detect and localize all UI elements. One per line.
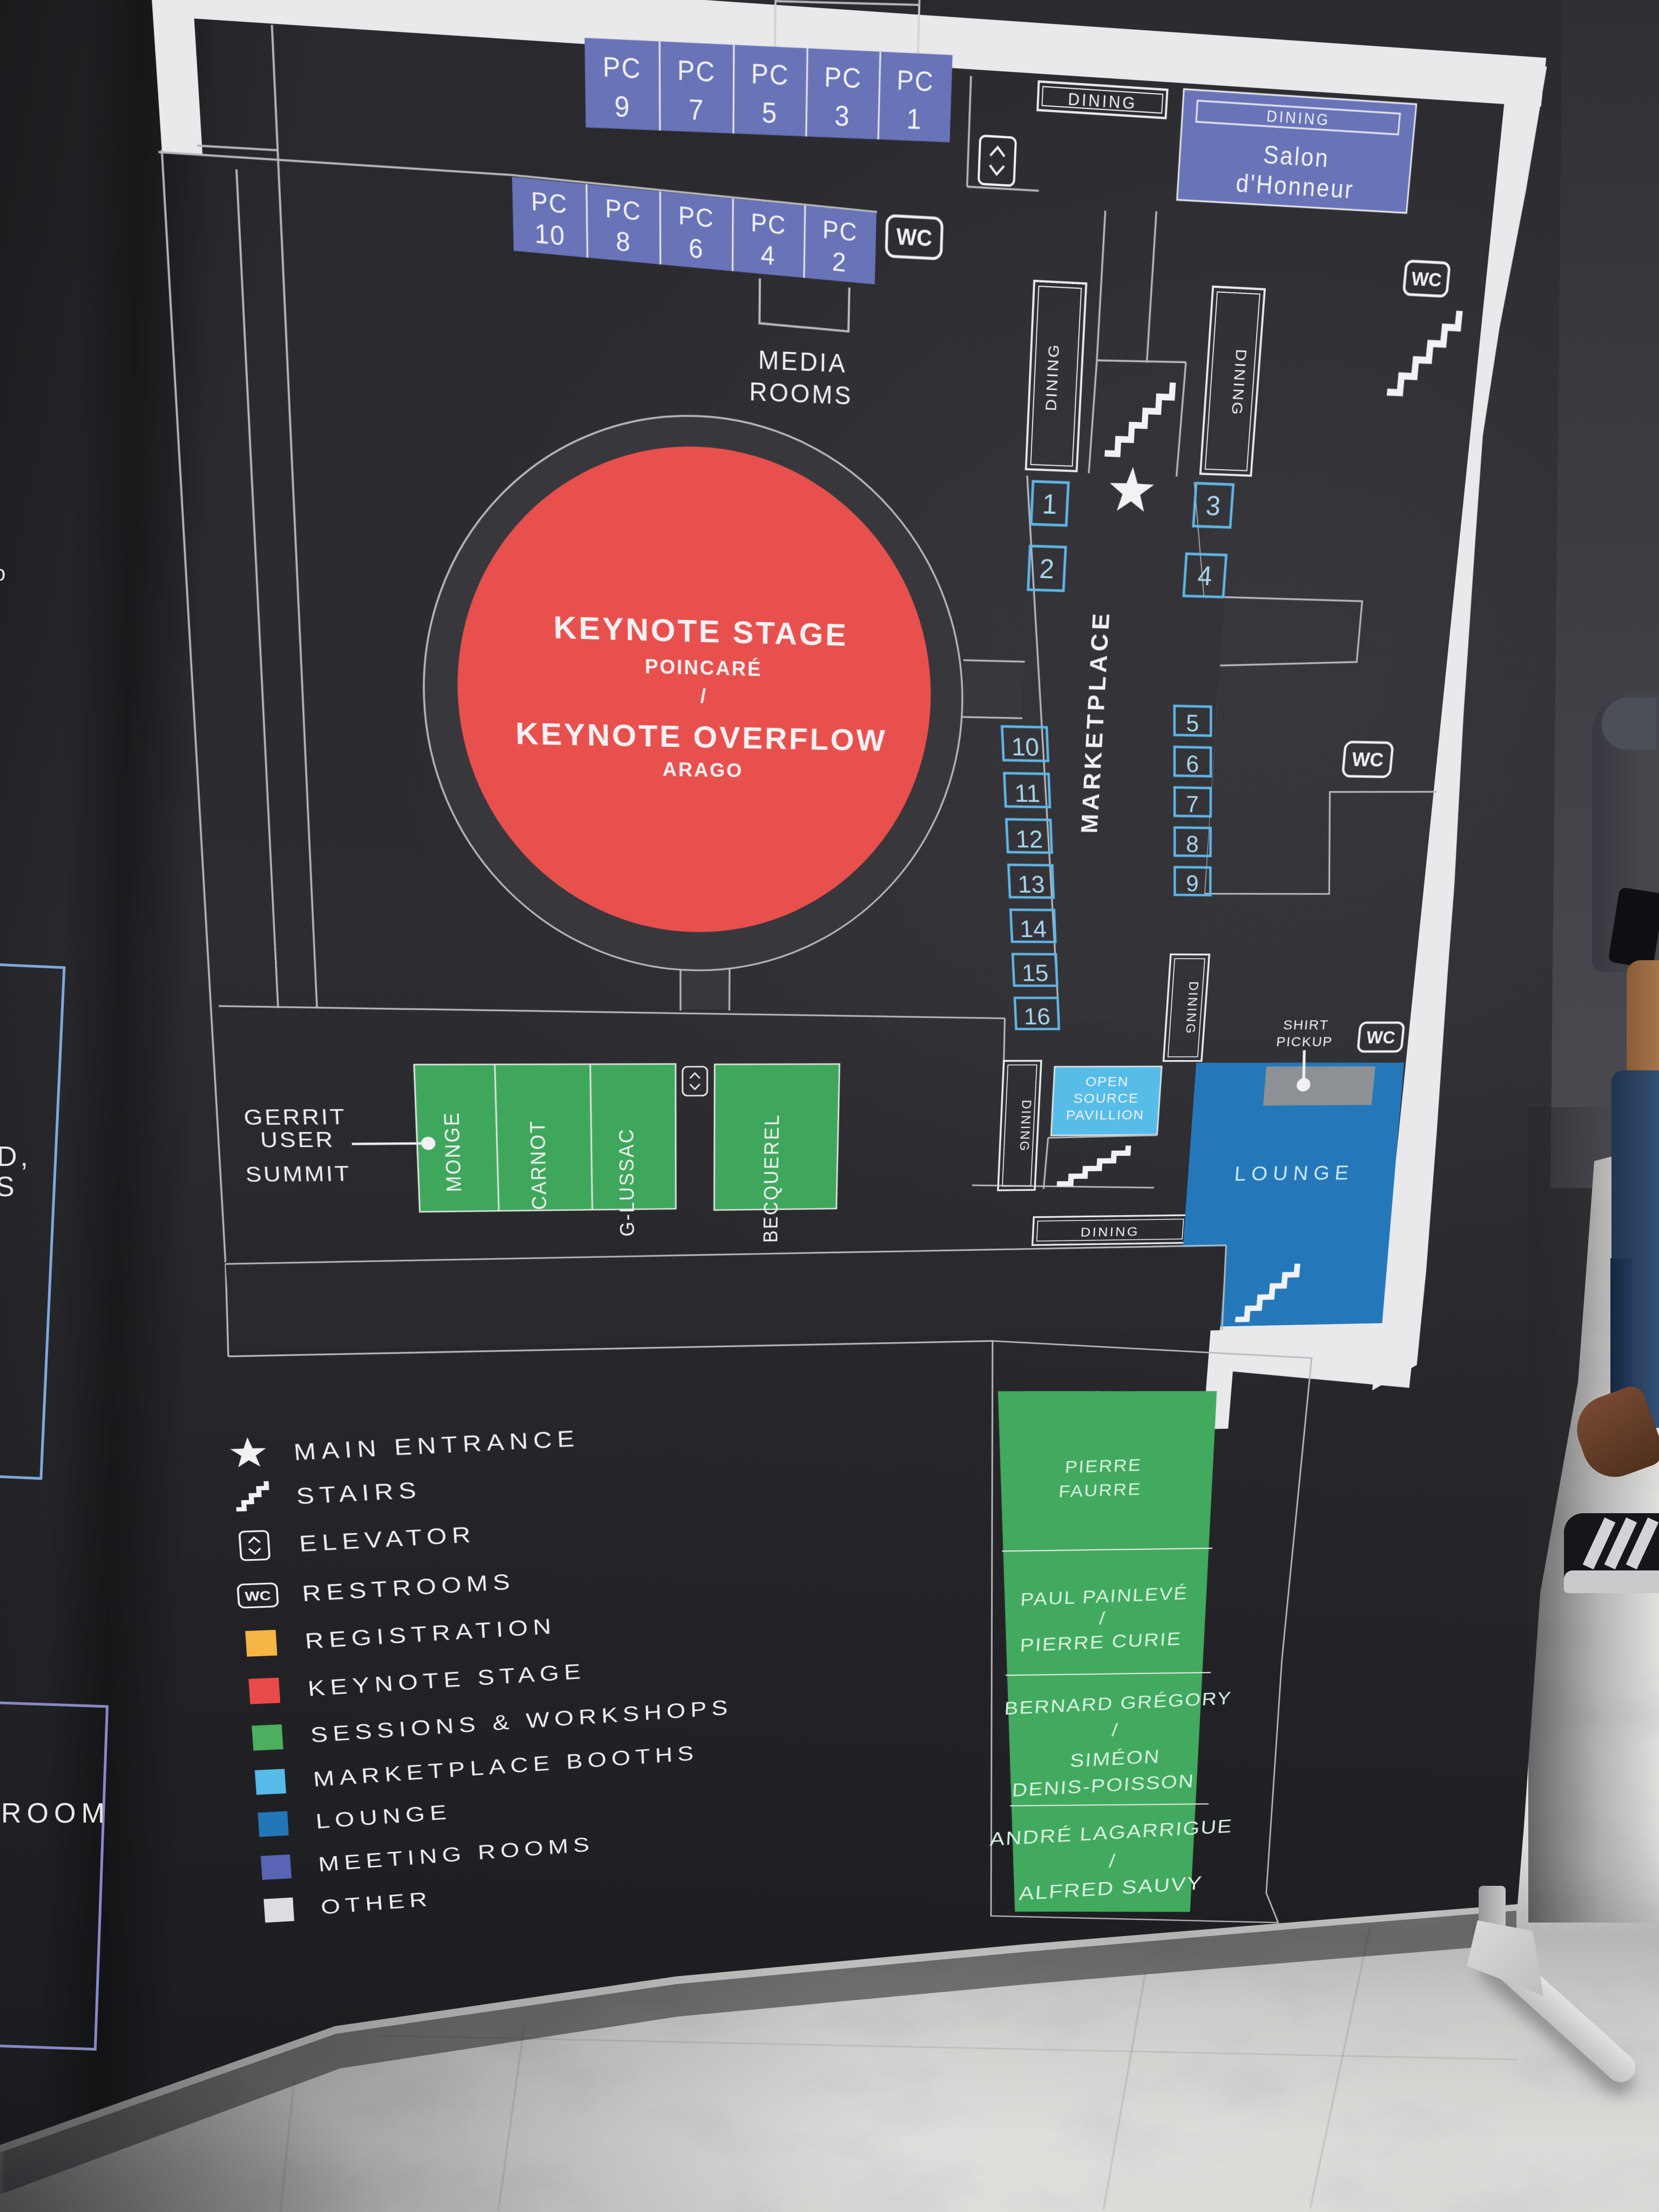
svg-text:11: 11 [1014,780,1040,807]
svg-text:REGISTRATION: REGISTRATION [304,1614,557,1654]
svg-text:d'Honneur: d'Honneur [1235,169,1355,204]
svg-text:KEYNOTE STAGE: KEYNOTE STAGE [553,609,848,652]
svg-text:PIERRE: PIERRE [1064,1456,1142,1477]
svg-text:10: 10 [534,218,566,252]
svg-text:KEYNOTE OVERFLOW: KEYNOTE OVERFLOW [515,716,887,758]
svg-text:9: 9 [1186,871,1199,896]
svg-text:DINING: DINING [1017,1100,1034,1152]
svg-text:STAIRS: STAIRS [295,1478,422,1509]
svg-text:ELEVATOR: ELEVATOR [298,1522,476,1556]
svg-text:MEETING ROOMS: MEETING ROOMS [318,1833,595,1876]
svg-text:/: / [700,685,707,707]
svg-text:SOURCE: SOURCE [1073,1091,1139,1107]
svg-text:PC: PC [896,65,935,98]
svg-text:LOUNGE: LOUNGE [1233,1162,1355,1185]
svg-text:SHIRT: SHIRT [1283,1017,1330,1033]
svg-text:PAVILLION: PAVILLION [1065,1107,1145,1123]
svg-text:MONGE: MONGE [440,1111,466,1192]
svg-text:1: 1 [1042,488,1058,520]
svg-text:12: 12 [1015,826,1044,853]
svg-text:WC: WC [1351,748,1385,771]
svg-text:3: 3 [834,99,851,132]
svg-text:DINING: DINING [1080,1224,1140,1239]
svg-text:MEDIA: MEDIA [758,345,848,378]
svg-text:WC: WC [1411,267,1442,291]
svg-text:WC: WC [896,224,933,251]
svg-text:/: / [1098,1608,1106,1628]
svg-text:G-LUSSAC: G-LUSSAC [615,1128,639,1237]
svg-text:2: 2 [832,247,847,278]
svg-text:USER: USER [260,1128,335,1152]
svg-text:PICKUP: PICKUP [1276,1034,1333,1049]
svg-text:8: 8 [1186,831,1199,857]
svg-text:10: 10 [1011,733,1040,761]
svg-text:MAIN ENTRANCE: MAIN ENTRANCE [293,1426,580,1465]
svg-text:SIMÉON: SIMÉON [1069,1746,1161,1771]
svg-text:4: 4 [1197,561,1213,591]
svg-text:DINING: DINING [1228,349,1250,417]
svg-text:6: 6 [689,233,704,264]
svg-text:BECQUEREL: BECQUEREL [760,1114,784,1243]
svg-text:GERRIT: GERRIT [243,1105,347,1130]
svg-text:7: 7 [689,93,705,126]
svg-text:ARAGO: ARAGO [663,759,743,781]
svg-text:PC: PC [751,207,787,240]
svg-text:WC: WC [1366,1028,1396,1047]
svg-text:7: 7 [1186,791,1199,817]
svg-text:POINCARÉ: POINCARÉ [645,655,763,680]
svg-text:9: 9 [614,90,631,123]
svg-text:16: 16 [1023,1004,1051,1030]
svg-text:/: / [1108,1850,1116,1871]
svg-text:LOUNGE: LOUNGE [315,1800,452,1833]
svg-text:PC: PC [824,62,862,95]
svg-text:SUMMIT: SUMMIT [245,1162,352,1186]
svg-text:3: 3 [1205,490,1222,521]
svg-text:15: 15 [1021,960,1049,986]
svg-text:DINING: DINING [1042,342,1062,411]
svg-text:SESSIONS & WORKSHOPS: SESSIONS & WORKSHOPS [309,1696,733,1747]
svg-text:PC: PC [822,214,859,247]
svg-text:OPEN: OPEN [1085,1074,1129,1089]
svg-text:Salon: Salon [1263,140,1331,173]
svg-text:MARKETPLACE BOOTHS: MARKETPLACE BOOTHS [312,1742,699,1791]
svg-text:DINING: DINING [1266,106,1331,129]
svg-text:6: 6 [1186,750,1199,777]
svg-text:13: 13 [1017,871,1045,898]
svg-text:PC: PC [677,55,716,88]
svg-text:5: 5 [761,96,778,130]
svg-text:WC: WC [245,1588,272,1603]
svg-text:PC: PC [751,58,790,91]
svg-text:2: 2 [1039,553,1055,584]
svg-text:FAURRE: FAURRE [1058,1480,1142,1501]
svg-text:8: 8 [616,226,631,258]
svg-text:PC: PC [678,200,714,233]
svg-text:/: / [1111,1720,1119,1741]
svg-text:CARNOT: CARNOT [526,1120,551,1210]
svg-text:RESTROOMS: RESTROOMS [301,1569,516,1606]
svg-text:ROOMS: ROOMS [749,377,853,410]
svg-text:1: 1 [906,102,923,135]
svg-text:KEYNOTE STAGE: KEYNOTE STAGE [307,1660,586,1701]
svg-text:PC: PC [603,52,642,85]
svg-text:5: 5 [1186,710,1199,737]
svg-text:OTHER: OTHER [320,1888,433,1919]
svg-text:PC: PC [605,193,642,226]
svg-text:PC: PC [531,186,568,219]
svg-text:4: 4 [761,240,776,271]
svg-text:DINING: DINING [1068,89,1138,113]
svg-text:14: 14 [1019,916,1047,942]
